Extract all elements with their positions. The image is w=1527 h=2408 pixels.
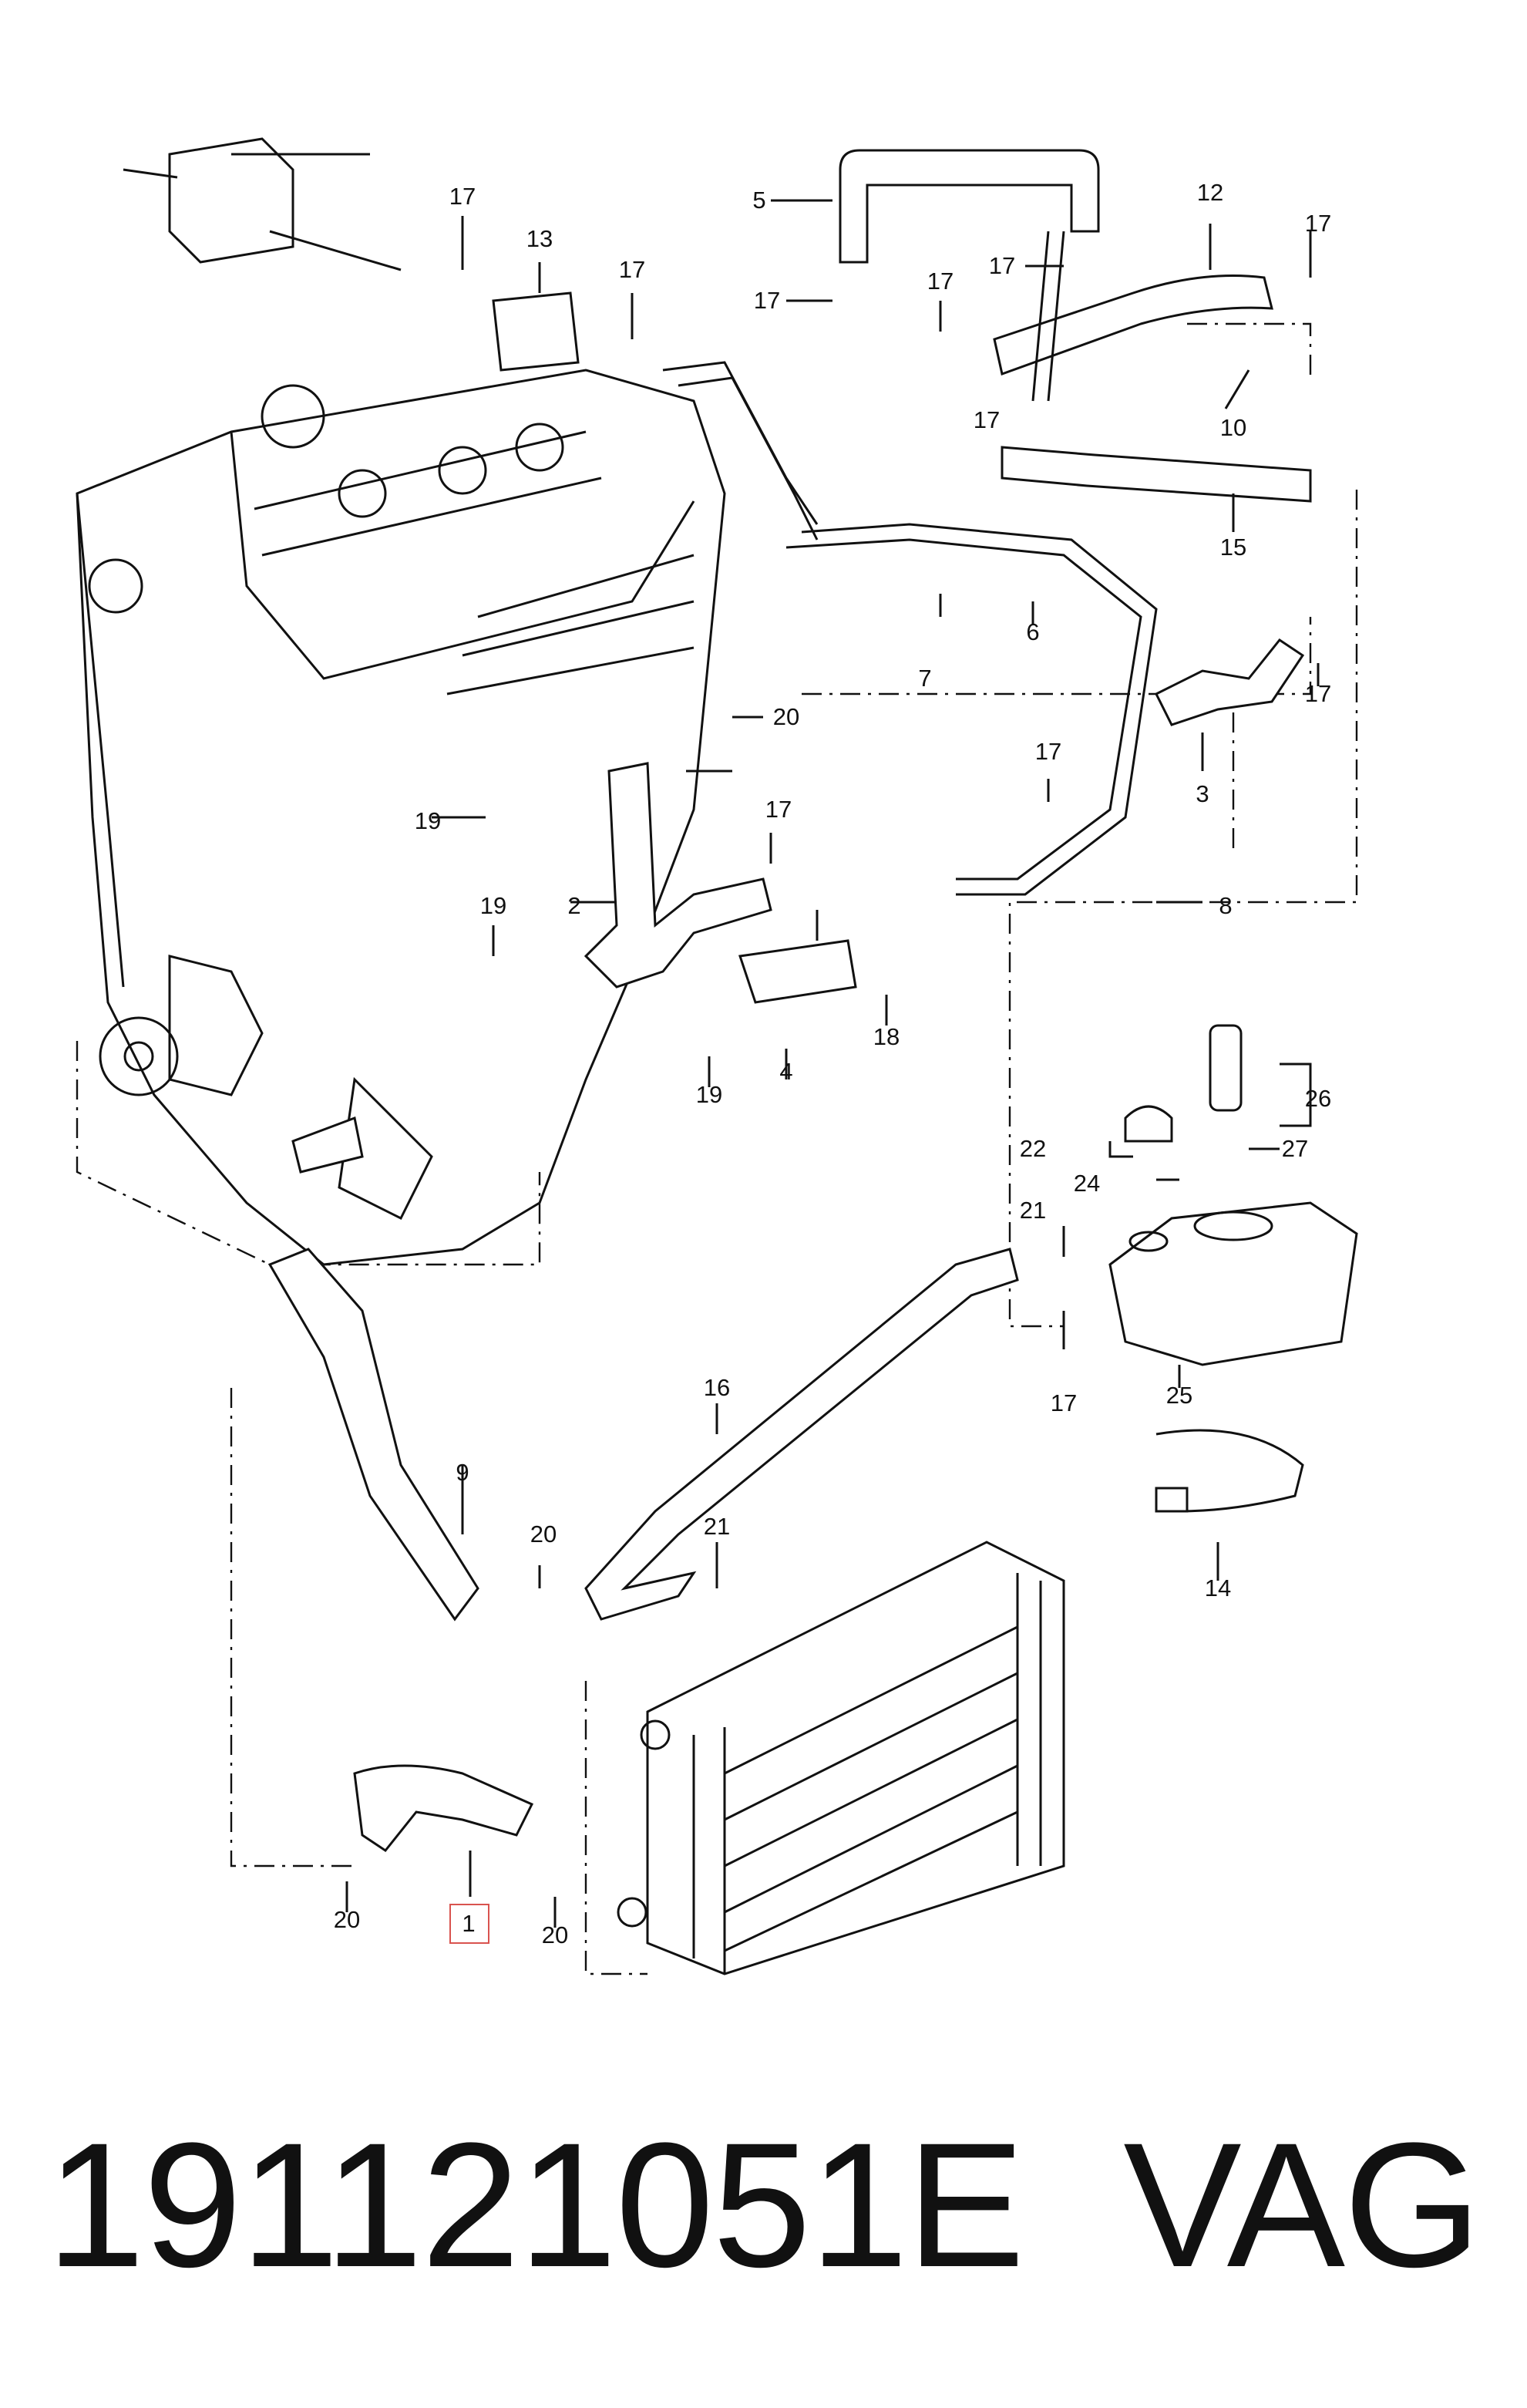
callout-17-i[interactable]: 17 [1035,738,1061,765]
callout-20-a[interactable]: 20 [773,703,799,730]
callout-14[interactable]: 14 [1205,1574,1231,1601]
callout-10[interactable]: 10 [1220,414,1246,441]
callout-9[interactable]: 9 [456,1459,469,1486]
hose-clamp-strap [1155,1429,1304,1513]
callout-1-highlight [449,1904,489,1944]
callout-15[interactable]: 15 [1220,534,1246,561]
callout-17-a[interactable]: 17 [449,183,476,210]
callout-12[interactable]: 12 [1197,179,1223,206]
part-number: 191121051E [46,2106,1025,2304]
callout-20-d[interactable]: 20 [542,1921,568,1948]
hoses [267,149,1312,1853]
callout-6[interactable]: 6 [1026,618,1039,645]
callout-7[interactable]: 7 [918,665,931,692]
callout-21-a[interactable]: 21 [1020,1197,1046,1224]
callout-17-f[interactable]: 17 [1305,210,1331,237]
callout-18[interactable]: 18 [873,1023,900,1050]
callout-16[interactable]: 16 [704,1374,730,1401]
callout-19-c[interactable]: 19 [696,1081,722,1108]
heater-valve-assembly [123,137,402,271]
part-number-footer: 191121051E VAG [46,2051,1511,2359]
callout-13[interactable]: 13 [526,225,553,252]
callout-26[interactable]: 26 [1305,1085,1331,1112]
callout-21-b[interactable]: 21 [704,1513,730,1540]
callout-20-b[interactable]: 20 [530,1521,557,1548]
engine-block [76,369,726,1266]
callout-24[interactable]: 24 [1074,1170,1100,1197]
radiator [617,1541,1065,1975]
callout-8[interactable]: 8 [1219,892,1232,919]
callout-2[interactable]: 2 [567,892,580,919]
assembly-boundary-lines [76,322,1358,1975]
callout-17-d[interactable]: 17 [927,268,954,295]
brand-label: VAG [1123,2106,1482,2304]
callout-19-b[interactable]: 19 [480,892,506,919]
callout-labels: 1 2 3 4 5 6 7 8 9 10 12 13 14 15 16 17 1… [334,179,1331,1948]
callout-1[interactable]: 1 [462,1910,475,1937]
callout-17-k[interactable]: 17 [1051,1389,1077,1416]
callout-17-j[interactable]: 17 [765,796,792,823]
leader-lines [345,199,1320,1928]
callout-17-b[interactable]: 17 [619,256,645,283]
callout-17-e[interactable]: 17 [989,252,1015,279]
callout-22[interactable]: 22 [1020,1135,1046,1162]
coolant-pipes [662,231,1158,896]
callout-17-g[interactable]: 17 [974,406,1000,433]
callout-3[interactable]: 3 [1196,780,1209,807]
callout-20-c[interactable]: 20 [334,1906,360,1933]
callout-17-h[interactable]: 17 [1305,680,1331,707]
callout-17-c[interactable]: 17 [754,287,780,314]
coolant-system-diagram: 1 2 3 4 5 6 7 8 9 10 12 13 14 15 16 17 1… [76,137,1358,1975]
callout-25[interactable]: 25 [1166,1382,1192,1409]
callout-19-a[interactable]: 19 [415,807,441,834]
callout-27[interactable]: 27 [1282,1135,1308,1162]
expansion-tank [1108,1024,1358,1366]
callout-5[interactable]: 5 [752,187,765,214]
callout-4[interactable]: 4 [779,1058,792,1085]
